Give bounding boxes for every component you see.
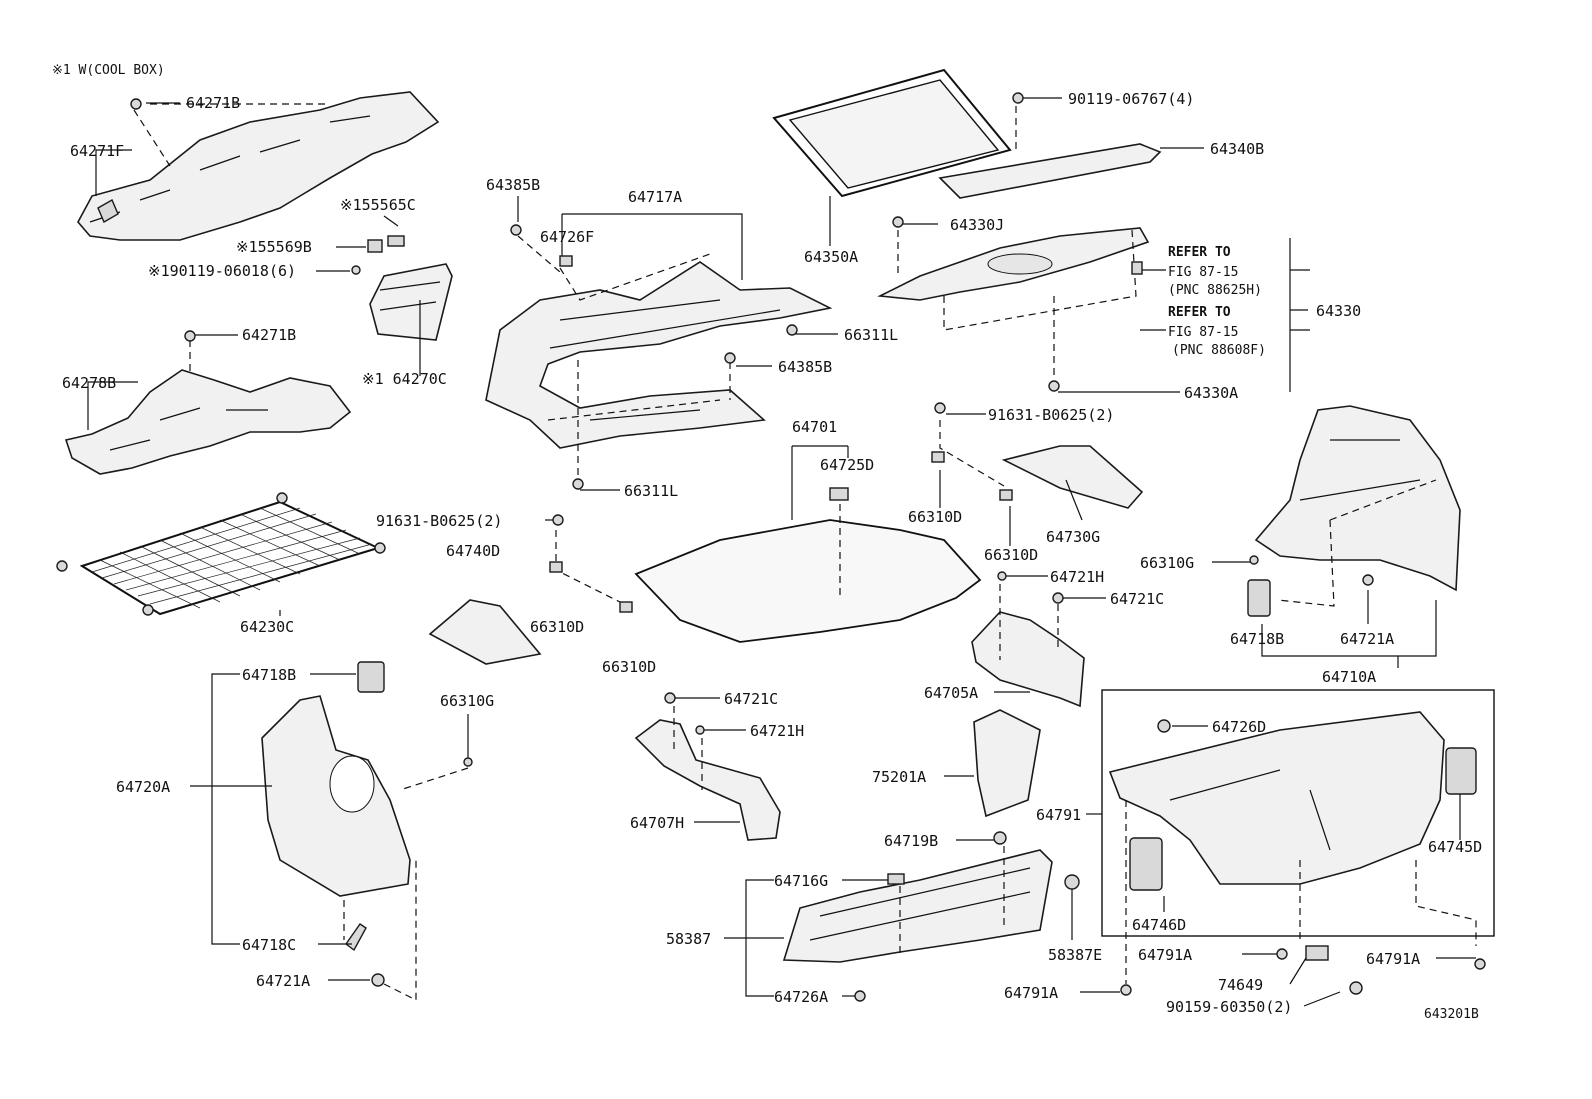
label-64717A: 64717A xyxy=(628,188,682,206)
part-64720A-shape xyxy=(261,661,411,952)
label-64791: 64791 xyxy=(1036,806,1081,824)
part-64730G-shape xyxy=(1001,445,1144,509)
label-55565C: ※155565C xyxy=(340,196,416,214)
part-64340B-shape xyxy=(938,143,1162,199)
label-90119-06018: ※190119-06018(6) xyxy=(148,262,296,280)
part-74649-shape xyxy=(1305,945,1329,961)
label-66310G-right: 66310G xyxy=(1140,554,1194,572)
label-91631-B0625-left: 91631-B0625(2) xyxy=(376,512,502,530)
label-58387: 58387 xyxy=(666,930,711,948)
refer-a-line1: REFER TO xyxy=(1168,245,1231,260)
part-75201A-shape xyxy=(973,709,1041,818)
label-64330J: 64330J xyxy=(950,216,1004,234)
label-64791A-a: 64791A xyxy=(1138,946,1192,964)
part-64707H-shape xyxy=(634,719,781,841)
label-64271B-upper: 64271B xyxy=(186,94,240,112)
label-64705A: 64705A xyxy=(924,684,978,702)
label-64710A: 64710A xyxy=(1322,668,1376,686)
figure-id: 643201B xyxy=(1424,1007,1479,1022)
group-frame-64791 xyxy=(1101,689,1495,937)
part-64791-shape xyxy=(1108,711,1477,891)
part-64701-shape xyxy=(634,519,982,643)
label-64721H-upper: 64721H xyxy=(1050,568,1104,586)
refer-b-line1: REFER TO xyxy=(1168,305,1231,320)
label-64701: 64701 xyxy=(792,418,837,436)
label-64340B: 64340B xyxy=(1210,140,1264,158)
fasteners xyxy=(130,92,1486,1002)
part-64350A-shape xyxy=(772,68,1012,198)
part-64230C-shape xyxy=(56,492,386,616)
label-64721C-upper: 64721C xyxy=(1110,590,1164,608)
refer-a-line2: FIG 87-15 xyxy=(1168,265,1238,280)
label-64718C: 64718C xyxy=(242,936,296,954)
label-90119-06767: 90119-06767(4) xyxy=(1068,90,1194,108)
label-64726D: 64726D xyxy=(1212,718,1266,736)
refer-b-line3: (PNC 88608F) xyxy=(1172,343,1266,358)
part-64330-shape xyxy=(877,227,1150,301)
label-66311L-lower: 66311L xyxy=(624,482,678,500)
label-64271F: 64271F xyxy=(70,142,124,160)
label-64718B-right: 64718B xyxy=(1230,630,1284,648)
label-64791A-c: 64791A xyxy=(1004,984,1058,1002)
label-91631-B0625-right: 91631-B0625(2) xyxy=(988,406,1114,424)
label-90159-60350: 90159-60350(2) xyxy=(1166,998,1292,1016)
refer-b-line2: FIG 87-15 xyxy=(1168,325,1238,340)
label-64721H-lower: 64721H xyxy=(750,722,804,740)
part-64710A-shape xyxy=(1247,405,1461,617)
label-58387E: 58387E xyxy=(1048,946,1102,964)
label-66310D-c: 66310D xyxy=(908,508,962,526)
part-64740D-shape xyxy=(428,599,542,665)
label-64721A-right: 64721A xyxy=(1340,630,1394,648)
label-64720A: 64720A xyxy=(116,778,170,796)
label-64746D: 64746D xyxy=(1132,916,1186,934)
label-64385B-left: 64385B xyxy=(486,176,540,194)
part-64717A-shape xyxy=(485,261,833,449)
label-66310D-d: 66310D xyxy=(984,546,1038,564)
header-note: ※1 W(COOL BOX) xyxy=(52,63,165,78)
label-64270C: ※1 64270C xyxy=(362,370,447,388)
label-64745D: 64745D xyxy=(1428,838,1482,856)
callout-labels: 64271B 64271F ※155565C ※155569B ※190119-… xyxy=(62,90,1482,1022)
label-64230C: 64230C xyxy=(240,618,294,636)
part-64278B-shape xyxy=(64,369,352,475)
part-64271F-shape xyxy=(77,91,440,241)
label-64385B-right: 64385B xyxy=(778,358,832,376)
label-64707H: 64707H xyxy=(630,814,684,832)
label-64726A: 64726A xyxy=(774,988,828,1006)
label-64350A: 64350A xyxy=(804,248,858,266)
label-64721C-lower: 64721C xyxy=(724,690,778,708)
part-64270C-shape xyxy=(369,263,453,341)
label-64271B-lower: 64271B xyxy=(242,326,296,344)
label-64791A-b: 64791A xyxy=(1366,950,1420,968)
label-64719B: 64719B xyxy=(884,832,938,850)
label-64725D: 64725D xyxy=(820,456,874,474)
assembly-dashed-lines xyxy=(133,103,1477,1001)
label-64330: 64330 xyxy=(1316,302,1361,320)
label-64330A: 64330A xyxy=(1184,384,1238,402)
label-64278B: 64278B xyxy=(62,374,116,392)
label-66310D-b: 66310D xyxy=(602,658,656,676)
label-66310G-left: 66310G xyxy=(440,692,494,710)
label-64718B-left: 64718B xyxy=(242,666,296,684)
refer-a-line3: (PNC 88625H) xyxy=(1168,283,1262,298)
leader-lines xyxy=(87,97,1476,1007)
label-64740D: 64740D xyxy=(446,542,500,560)
label-64730G: 64730G xyxy=(1046,528,1100,546)
label-64721A-left: 64721A xyxy=(256,972,310,990)
label-75201A: 75201A xyxy=(872,768,926,786)
label-74649: 74649 xyxy=(1218,976,1263,994)
label-66310D-a: 66310D xyxy=(530,618,584,636)
part-58387-shape xyxy=(782,849,1053,963)
label-64726F: 64726F xyxy=(540,228,594,246)
label-64716G: 64716G xyxy=(774,872,828,890)
label-55569B: ※155569B xyxy=(236,238,312,256)
label-66311L-upper: 66311L xyxy=(844,326,898,344)
